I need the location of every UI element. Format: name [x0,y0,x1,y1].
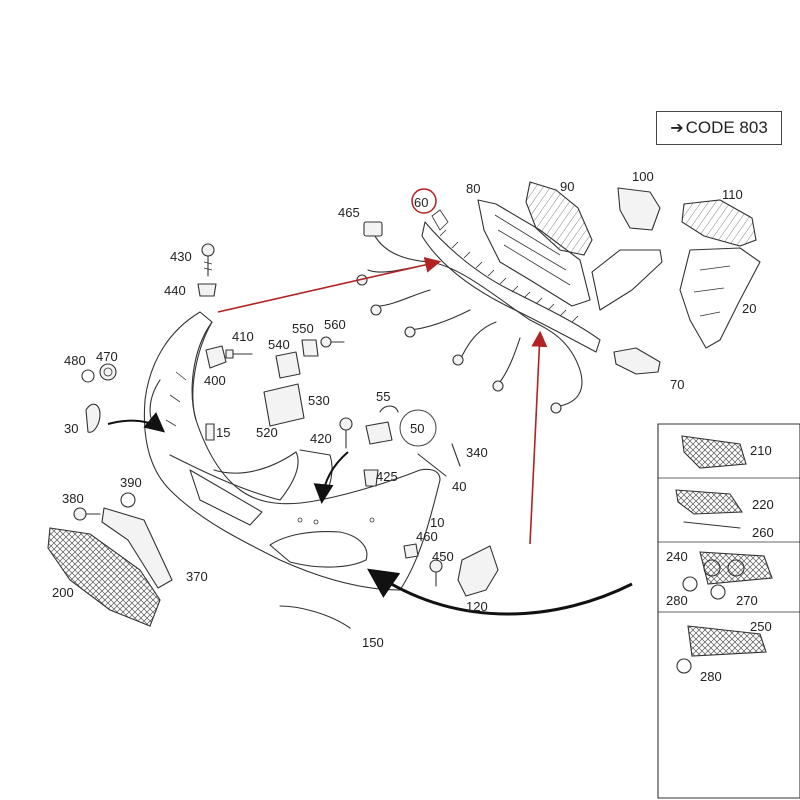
label-420: 420 [310,431,332,446]
code-803-box: ➔CODE 803 [656,111,782,145]
leader-arrow-420 [313,451,349,504]
label-90: 90 [560,179,574,194]
label-60: 60 [414,195,428,210]
bracket-120 [457,545,499,597]
leader-arrow-30 [107,412,166,433]
grille-200 [47,527,161,627]
label-540: 540 [268,337,290,352]
strip-150 [279,605,351,629]
bracket-400 [205,345,227,369]
label-240: 240 [666,549,688,564]
red-arrow-up [529,330,548,545]
part-70 [613,347,661,375]
label-70: 70 [670,377,684,392]
label-470: 470 [96,349,118,364]
label-220: 220 [752,497,774,512]
label-100: 100 [632,169,654,184]
label-270: 270 [736,593,758,608]
leader-arrow-bottom [367,568,633,616]
sensor-540 [275,351,301,379]
label-465: 465 [338,205,360,220]
bracket-55 [365,405,399,445]
label-440: 440 [164,283,186,298]
label-210: 210 [750,443,772,458]
screw-560 [320,336,345,348]
clip-550 [301,339,319,357]
label-55: 55 [376,389,390,404]
label-80: 80 [466,181,480,196]
label-450: 450 [432,549,454,564]
label-30: 30 [64,421,78,436]
screw-430 [201,243,215,277]
label-460: 460 [416,529,438,544]
label-550: 550 [292,321,314,336]
label-280-b: 280 [700,669,722,684]
label-380: 380 [62,491,84,506]
screw-450 [429,559,443,587]
label-340: 340 [466,445,488,460]
bracket-100 [617,187,661,231]
wiring-harness-465 [356,221,583,414]
label-430: 430 [170,249,192,264]
cover-30 [85,403,101,433]
label-250: 250 [750,619,772,634]
bracket-80 [477,199,591,307]
sensor-470 [99,363,117,381]
code-label: CODE 803 [685,118,768,137]
label-370: 370 [186,569,208,584]
insulation-90 [525,181,593,256]
clip-15 [205,423,215,441]
screw-410 [225,349,253,359]
label-15: 15 [216,425,230,440]
label-480: 480 [64,353,86,368]
label-20: 20 [742,301,756,316]
bolt-420 [339,417,353,449]
license-plate-370 [101,507,173,589]
label-150: 150 [362,635,384,650]
energy-absorber-60 [421,209,601,353]
label-520: 520 [256,425,278,440]
label-425: 425 [376,469,398,484]
clip-425 [363,469,379,487]
parts-panel [657,423,800,799]
ring-480 [81,369,95,383]
arrow-right-icon: ➔ [670,120,684,137]
label-530: 530 [308,393,330,408]
rod-340 [451,443,461,467]
label-400: 400 [204,373,226,388]
insulation-110 [681,199,757,247]
side-bracket-20 [591,247,761,349]
clip-440 [197,283,217,297]
label-120: 120 [466,599,488,614]
washer-390 [120,492,136,508]
label-50: 50 [410,421,424,436]
label-410: 410 [232,329,254,344]
module-530 [263,383,305,427]
red-arrow-absorber [217,257,442,313]
label-40: 40 [452,479,466,494]
label-390: 390 [120,475,142,490]
clip-460 [403,543,419,559]
screw-380 [73,507,101,521]
label-280-a: 280 [666,593,688,608]
circle-50 [399,409,437,447]
label-10: 10 [430,515,444,530]
label-560: 560 [324,317,346,332]
label-200: 200 [52,585,74,600]
strip-40 [417,453,447,477]
label-260: 260 [752,525,774,540]
highlight-circle-60 [411,188,437,214]
label-110: 110 [722,187,743,202]
